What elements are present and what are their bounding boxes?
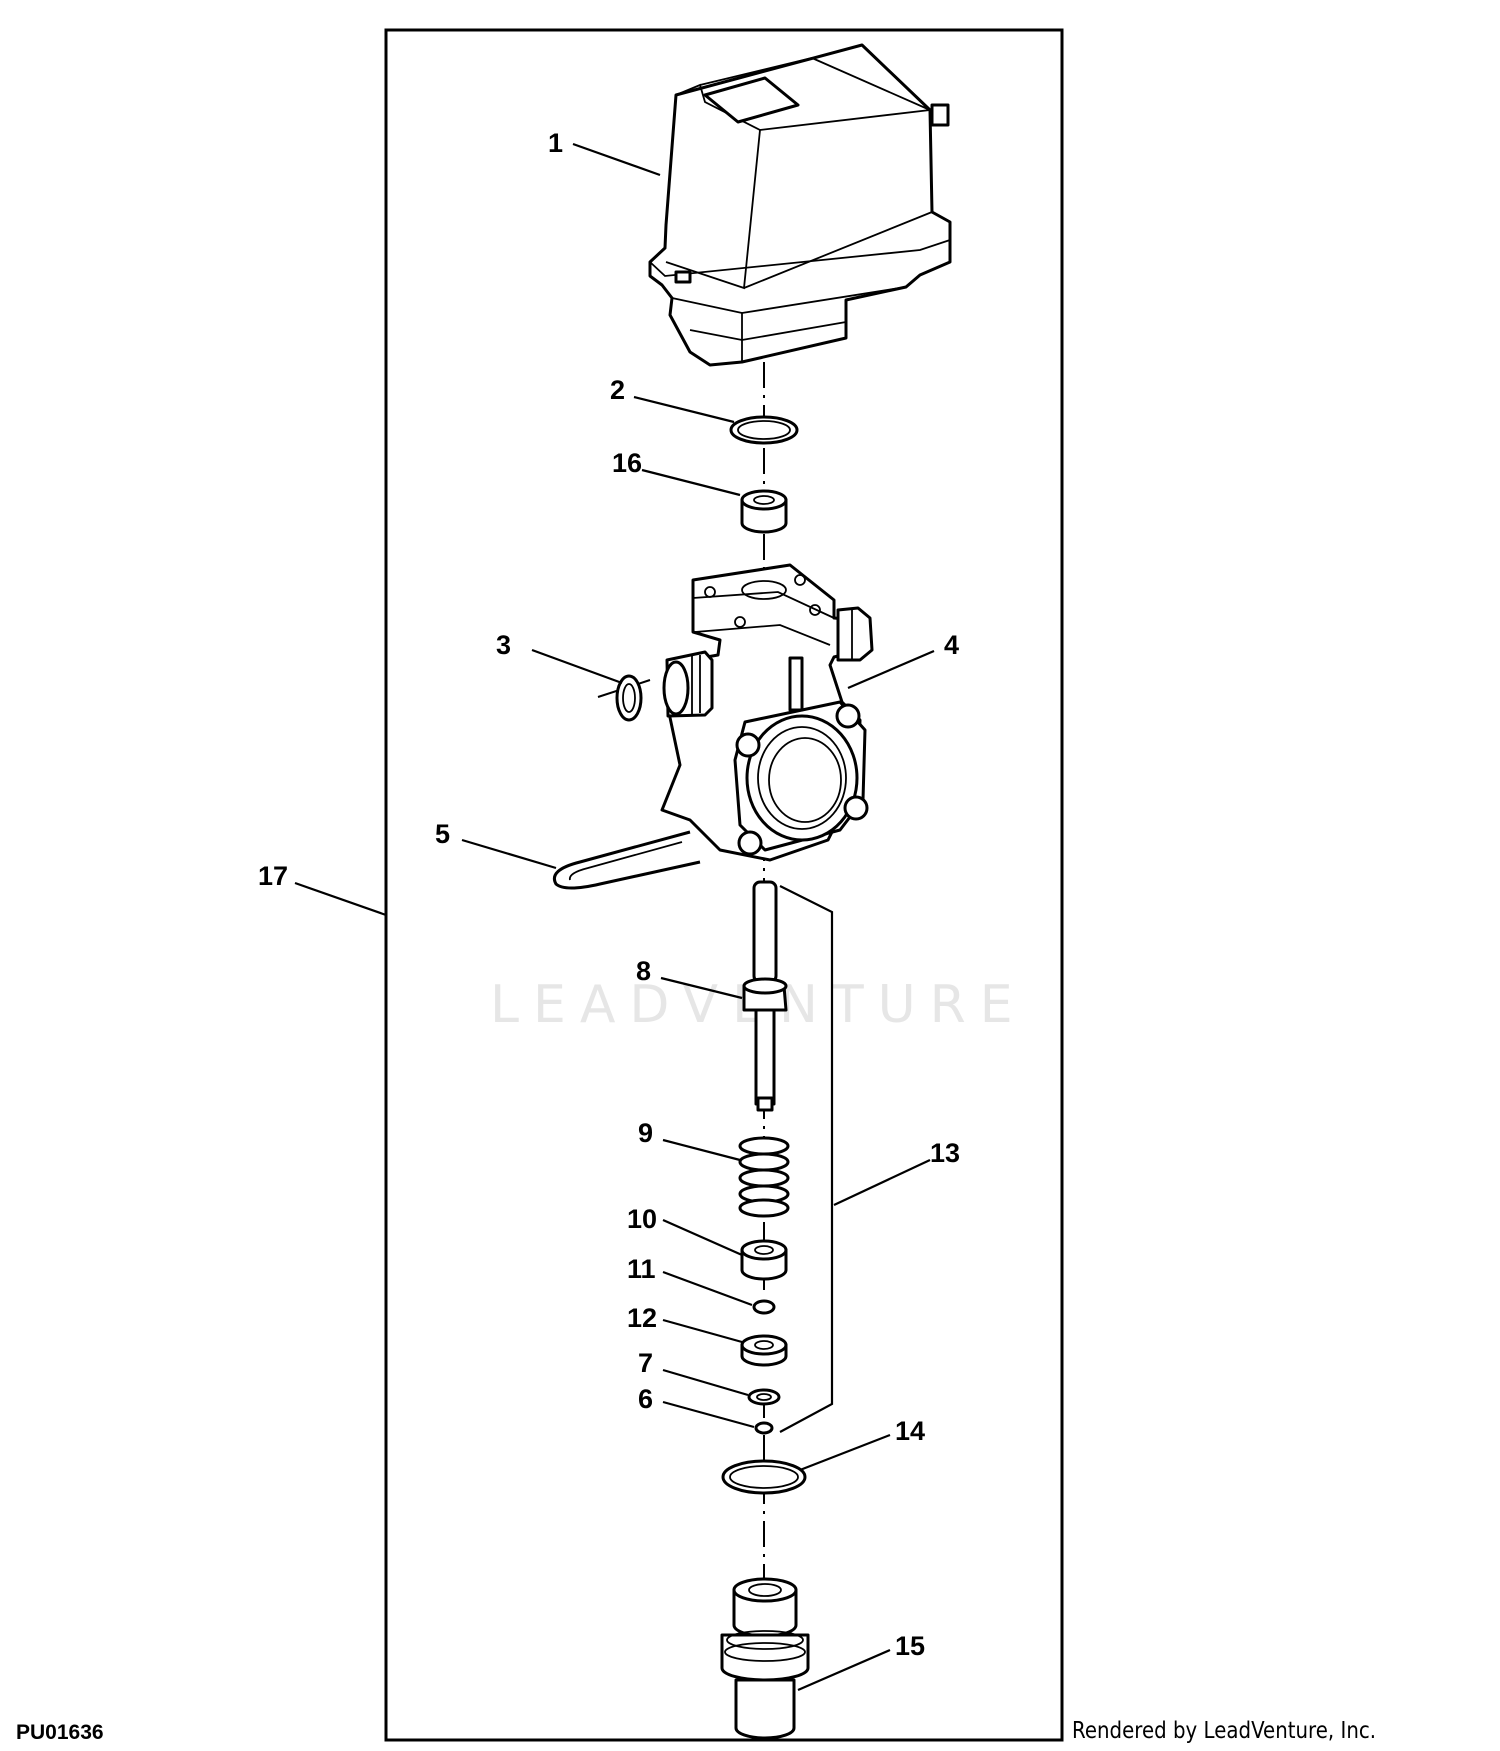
credit-text: Rendered by LeadVenture, Inc. [1072,1718,1377,1744]
callout-11: 11 [627,1254,656,1284]
callout-13: 13 [930,1138,960,1168]
callout-10: 10 [627,1204,657,1234]
fitting-part [720,1577,810,1740]
callout-1: 1 [548,128,563,158]
shaft-part [742,880,788,1112]
small-clip-part [754,1421,774,1435]
small-ring-part [752,1299,776,1315]
callout-8: 8 [636,956,651,986]
washer-12-part [740,1334,788,1367]
callout-16: 16 [612,448,642,478]
callout-9: 9 [638,1118,653,1148]
callout-3: 3 [496,630,511,660]
callout-12: 12 [627,1303,657,1333]
clip-part [553,830,701,890]
o-ring-part [729,415,799,445]
actuator-housing-part [648,43,952,367]
callout-2: 2 [610,375,625,405]
callout-14: 14 [895,1416,925,1446]
callout-5: 5 [435,819,450,849]
retainer-part [747,1388,781,1406]
figure-id: PU01636 [16,1721,104,1744]
bushing-part [740,489,788,534]
callout-6: 6 [638,1384,653,1414]
leader-lines [294,142,935,1692]
callout-4: 4 [944,630,959,660]
washer-part [615,674,643,722]
assembly-frame [384,28,1064,1742]
large-o-ring-part [721,1459,807,1495]
callout-7: 7 [638,1348,653,1378]
center-axis [597,362,765,1595]
valve-body-part [660,563,874,862]
spring-part [738,1136,790,1218]
callout-17: 17 [258,861,288,891]
group-bracket [779,885,834,1433]
callout-15: 15 [895,1631,925,1661]
seal-part [740,1239,788,1281]
